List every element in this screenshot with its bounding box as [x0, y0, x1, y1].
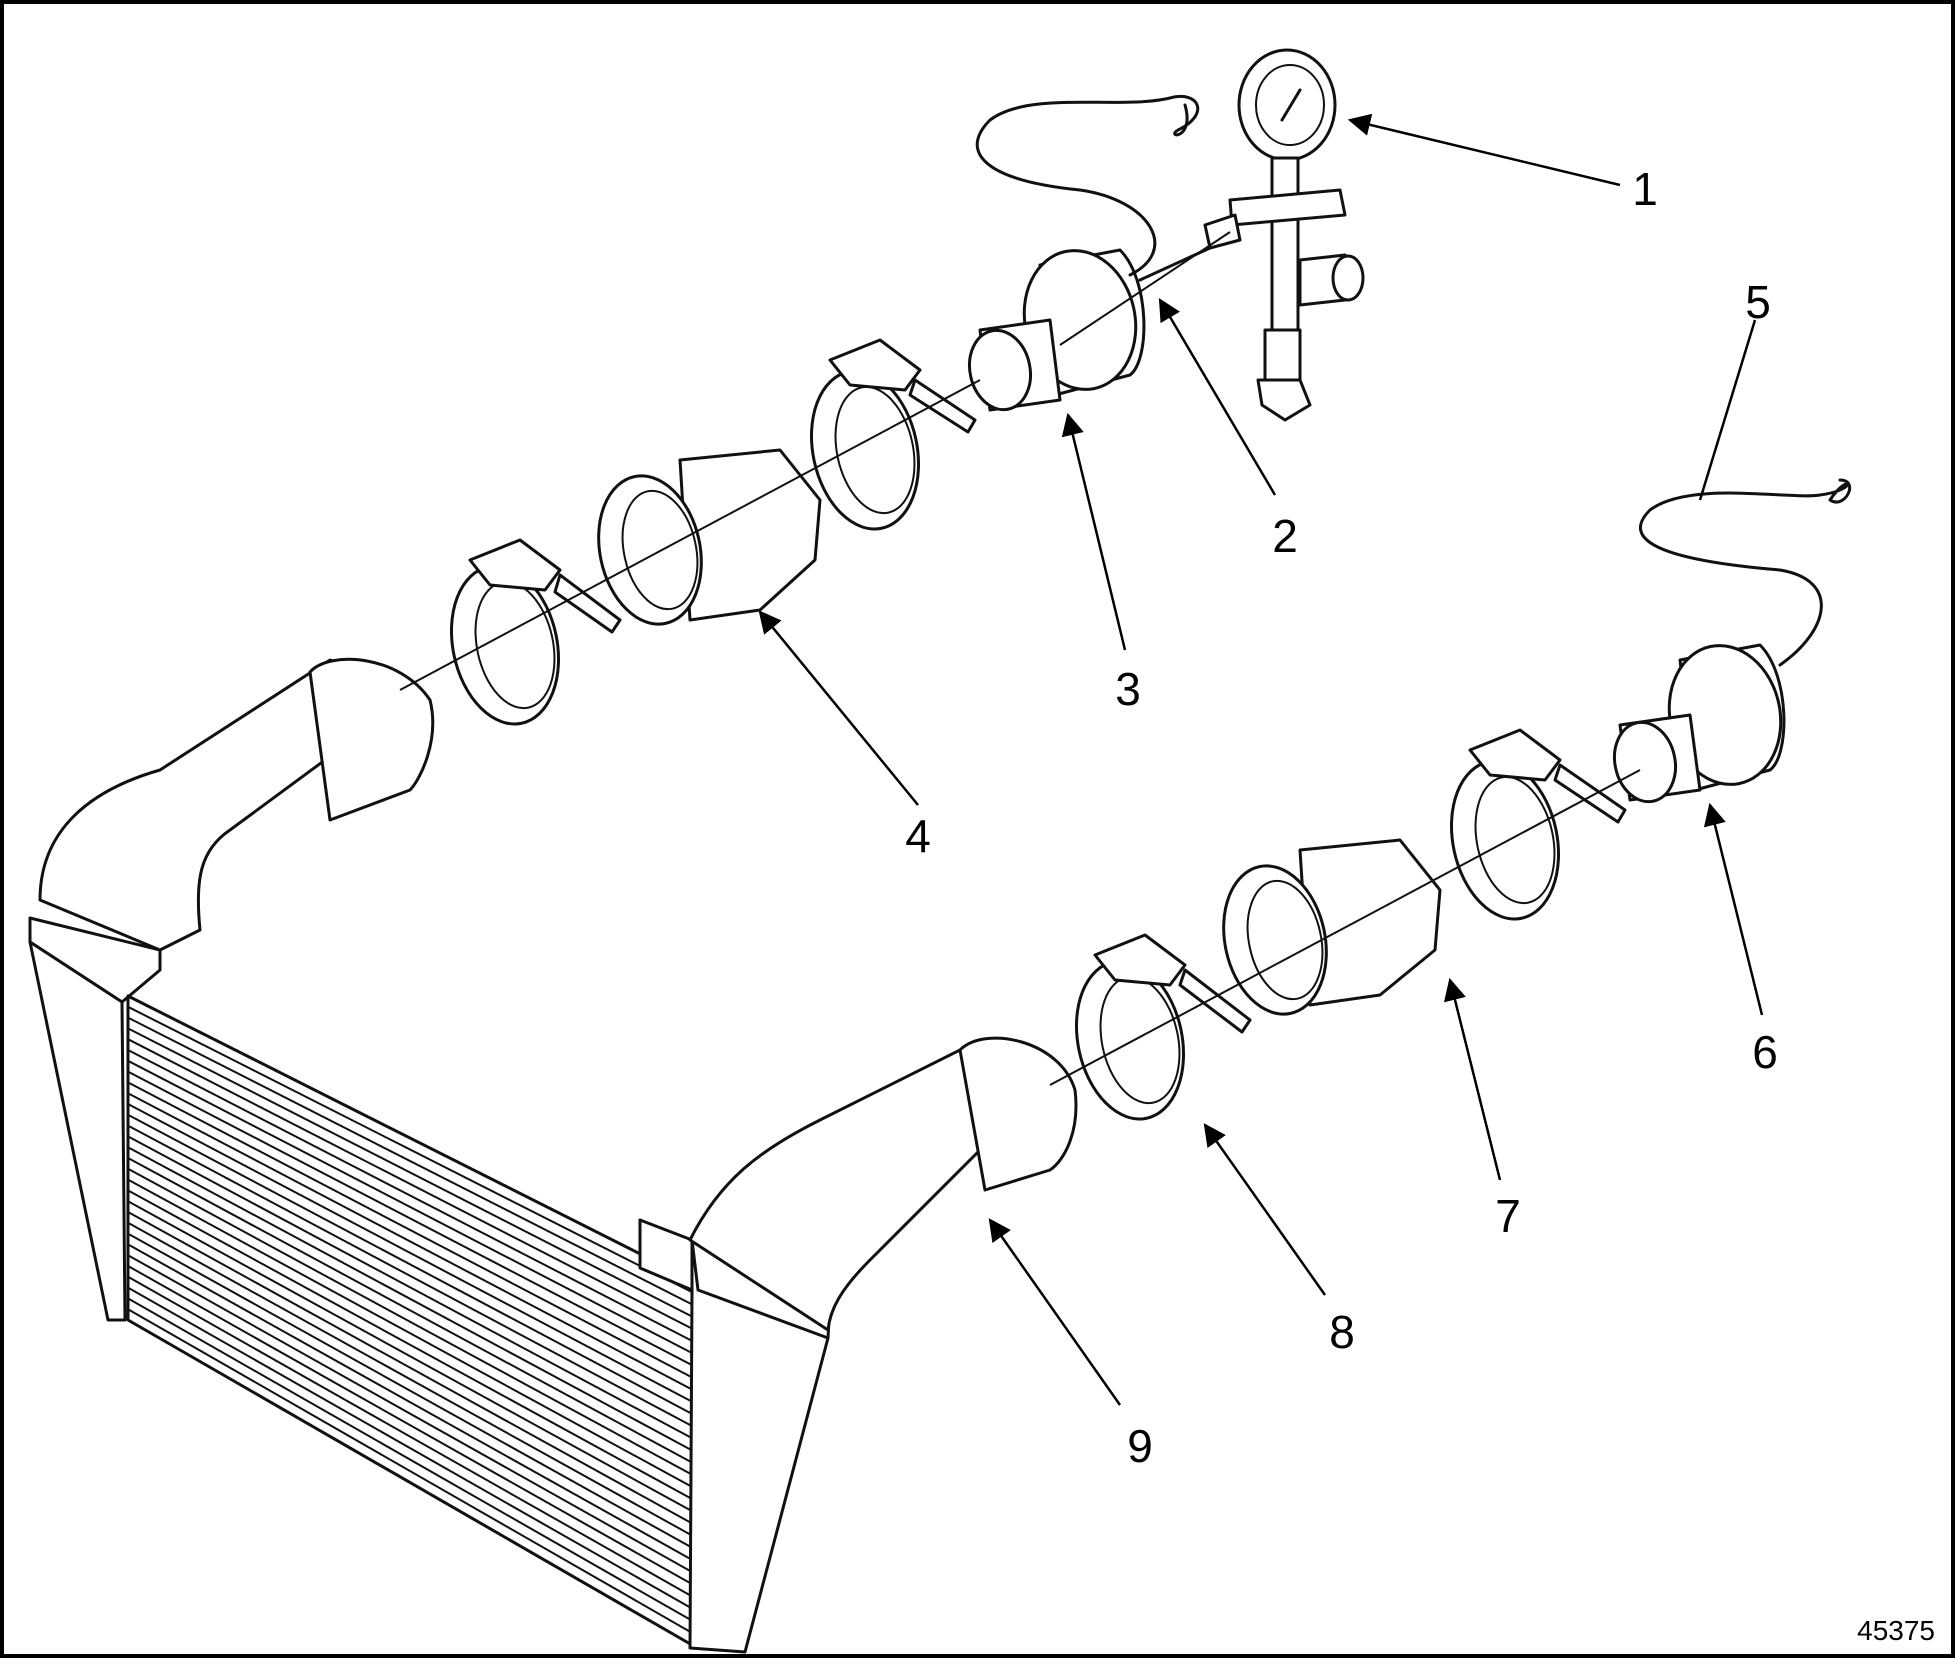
leader-5: [1698, 319, 1757, 501]
cooler-fin: [127, 1038, 693, 1330]
hose-coupler-4: [597, 448, 822, 626]
cooler-fin: [127, 1157, 693, 1464]
leader-1: [1347, 113, 1621, 187]
lower-parts: [1074, 478, 1852, 1121]
cooler-fin: [127, 1200, 693, 1513]
leader-2: [1158, 298, 1277, 496]
test-cap-6: [1612, 643, 1786, 804]
clamp-lower-left: [1074, 933, 1252, 1121]
cooler-fins: [127, 1005, 693, 1634]
cooler-fin: [127, 1005, 693, 1294]
callout-4: 4: [905, 810, 931, 862]
leader-9: [988, 1218, 1122, 1406]
cooler-fin: [127, 1254, 693, 1573]
callout-9: 9: [1127, 1420, 1153, 1472]
cooler-fin: [127, 1070, 693, 1367]
cooler-fin: [127, 1124, 693, 1427]
cooler-fin: [127, 1189, 693, 1500]
cooler-fin: [127, 1027, 693, 1318]
cooler-fin: [127, 1113, 693, 1415]
callout-1: 1: [1632, 163, 1658, 215]
cooler-fin: [127, 1059, 693, 1354]
callout-2: 2: [1272, 510, 1298, 562]
cooler-fin: [127, 1265, 693, 1586]
pressure-gauge-assembly: [1138, 48, 1365, 422]
hose-coupler-7: [1222, 838, 1442, 1016]
leader-3: [1061, 412, 1127, 651]
clamp-upper-left: [449, 538, 622, 726]
cooler-fin: [127, 1243, 693, 1561]
cooler-fin: [127, 1146, 693, 1452]
leader-6: [1703, 802, 1764, 1016]
cooler-fin: [127, 1221, 693, 1537]
axis-lines: [399, 231, 1641, 1086]
leader-8: [1203, 1123, 1327, 1296]
clamp-upper-mid: [809, 338, 977, 531]
callout-7: 7: [1495, 1190, 1521, 1242]
cooler-fin: [127, 1211, 693, 1525]
cooler-fin: [127, 1308, 693, 1634]
cooler-fin: [127, 1167, 693, 1476]
leader-4: [758, 610, 919, 806]
cooler-fin: [127, 1135, 693, 1440]
cooler-fin: [127, 1297, 693, 1622]
callout-labels: 1 2 3 4 5 6 7 8 9: [905, 163, 1778, 1472]
cooler-fin: [127, 1092, 693, 1391]
cooler-fin: [127, 1286, 693, 1610]
charge-air-cooler: [28, 657, 1078, 1654]
callout-6: 6: [1752, 1026, 1778, 1078]
leader-7: [1443, 977, 1502, 1181]
test-cap-3: [967, 248, 1146, 412]
upper-parts: [449, 48, 1365, 726]
cooler-fin: [127, 1178, 693, 1488]
cooler-fin: [127, 1275, 693, 1598]
cooler-fin: [127, 1232, 693, 1549]
cooler-fin: [127, 1016, 693, 1306]
callout-3: 3: [1115, 663, 1141, 715]
callout-5: 5: [1745, 276, 1771, 328]
cooler-fin: [127, 1049, 693, 1342]
cooler-fin: [127, 1103, 693, 1403]
figure-number: 45375: [1857, 1615, 1935, 1646]
clamp-lower-mid: [1449, 728, 1627, 921]
cooler-fin: [127, 1081, 693, 1379]
callout-8: 8: [1329, 1306, 1355, 1358]
callouts: [758, 113, 1764, 1406]
